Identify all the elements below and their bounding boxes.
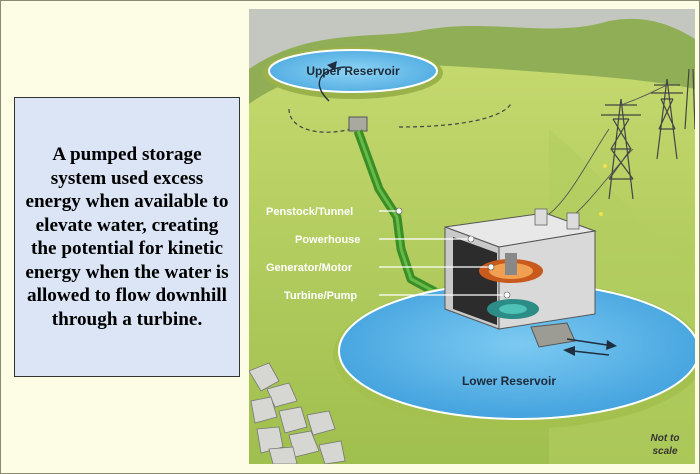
label-lower-reservoir: Lower Reservoir — [462, 374, 556, 388]
inflow-arrow — [572, 350, 610, 356]
upper-flow-arrow — [318, 66, 346, 102]
pumped-storage-diagram: Upper Reservoir Penstock/Tunnel Powerhou… — [249, 9, 695, 464]
rocks — [249, 362, 346, 464]
label-upper-reservoir: Upper Reservoir — [306, 64, 400, 78]
label-powerhouse: Powerhouse — [295, 234, 360, 246]
upper-flow-arrowhead — [327, 61, 337, 71]
upper-reservoir — [268, 49, 438, 93]
inflow-arrowhead — [563, 346, 575, 356]
description-callout: A pumped storage system used excess ener… — [14, 97, 240, 377]
underground-tunnel-2 — [398, 103, 512, 128]
outflow-arrowhead — [606, 340, 617, 350]
outflow-arrow — [566, 338, 608, 346]
description-text: A pumped storage system used excess ener… — [25, 144, 229, 330]
leader-dots — [395, 207, 511, 299]
line-dot-1 — [603, 164, 607, 168]
note-not-to-scale-1: Not to — [651, 433, 680, 444]
label-penstock: Penstock/Tunnel — [266, 206, 353, 218]
label-generator: Generator/Motor — [266, 262, 353, 274]
underground-tunnel — [288, 108, 360, 133]
powerhouse-building — [444, 208, 597, 330]
leader-lines — [379, 210, 507, 296]
intake-structure — [348, 116, 368, 132]
label-turbine: Turbine/Pump — [284, 290, 357, 302]
line-dot-2 — [599, 212, 603, 216]
note-not-to-scale-2: scale — [652, 446, 677, 457]
outlet-structure — [530, 322, 576, 348]
